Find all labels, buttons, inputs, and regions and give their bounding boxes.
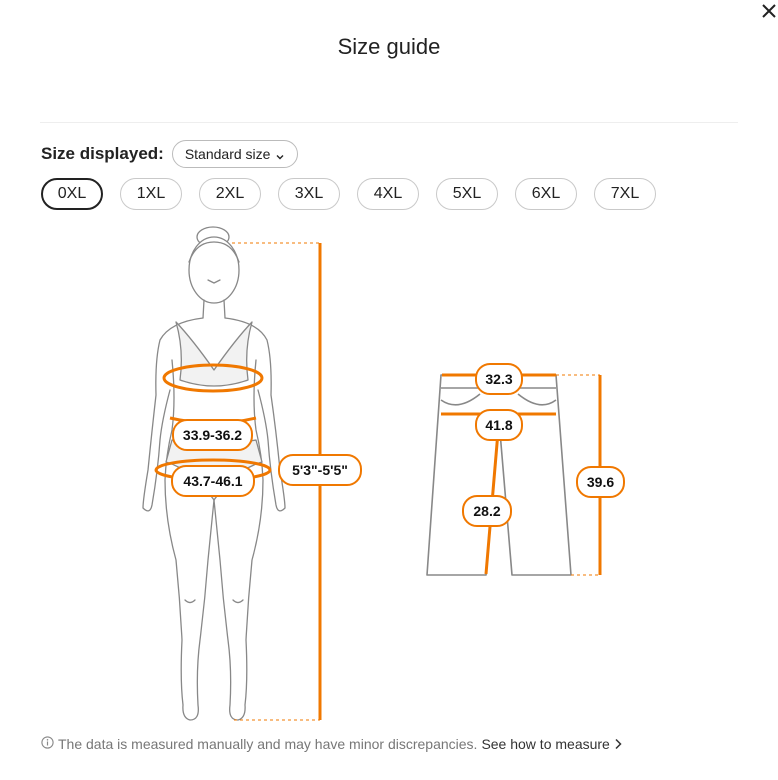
shorts-illustration — [426, 374, 572, 576]
size-pill-5xl[interactable]: 5XL — [436, 178, 498, 210]
size-display-row: Size displayed: Standard size — [41, 140, 299, 168]
size-pill-2xl[interactable]: 2XL — [199, 178, 261, 210]
dialog-title: Size guide — [337, 34, 441, 59]
height-label-box — [278, 454, 362, 486]
see-how-to-measure-label: See how to measure — [481, 736, 610, 752]
size-standard-value: Standard size — [184, 146, 271, 162]
size-pill-3xl[interactable]: 3XL — [278, 178, 340, 210]
close-icon[interactable] — [760, 2, 778, 24]
size-pill-4xl[interactable]: 4XL — [357, 178, 419, 210]
info-icon — [41, 736, 54, 752]
size-pill-6xl[interactable]: 6XL — [515, 178, 577, 210]
shorts-length-value: 39.6 — [587, 474, 614, 490]
hip-value: 43.7-46.1 — [183, 473, 242, 489]
size-pills: 0XL 1XL 2XL 3XL 4XL 5XL 6XL 7XL — [41, 178, 673, 210]
height-value: 5'3"-5'5" — [292, 462, 348, 478]
size-pill-0xl[interactable]: 0XL — [41, 178, 103, 210]
measurement-illustration: 33.9-36.2 43.7-46.1 5'3"-5'5" 32.3 41.8 … — [142, 226, 625, 721]
shorts-hip-value: 41.8 — [485, 417, 512, 433]
shorts-inseam-value: 28.2 — [473, 503, 500, 519]
waist-label-box — [172, 419, 253, 451]
size-display-label: Size displayed: — [41, 144, 164, 163]
chevron-down-icon — [275, 149, 285, 160]
shorts-waist-value: 32.3 — [485, 371, 512, 387]
divider — [40, 122, 738, 123]
size-pill-7xl[interactable]: 7XL — [594, 178, 656, 210]
waist-value: 33.9-36.2 — [183, 427, 242, 443]
footer-note: The data is measured manually and may ha… — [41, 736, 622, 752]
hip-label-box — [171, 465, 255, 497]
see-how-to-measure-link[interactable]: See how to measure — [481, 736, 622, 752]
chevron-right-icon — [614, 738, 622, 750]
bust-measure-ring — [162, 363, 264, 393]
size-standard-dropdown[interactable]: Standard size — [171, 140, 299, 168]
size-pill-1xl[interactable]: 1XL — [120, 178, 182, 210]
footer-note-text: The data is measured manually and may ha… — [58, 736, 478, 752]
